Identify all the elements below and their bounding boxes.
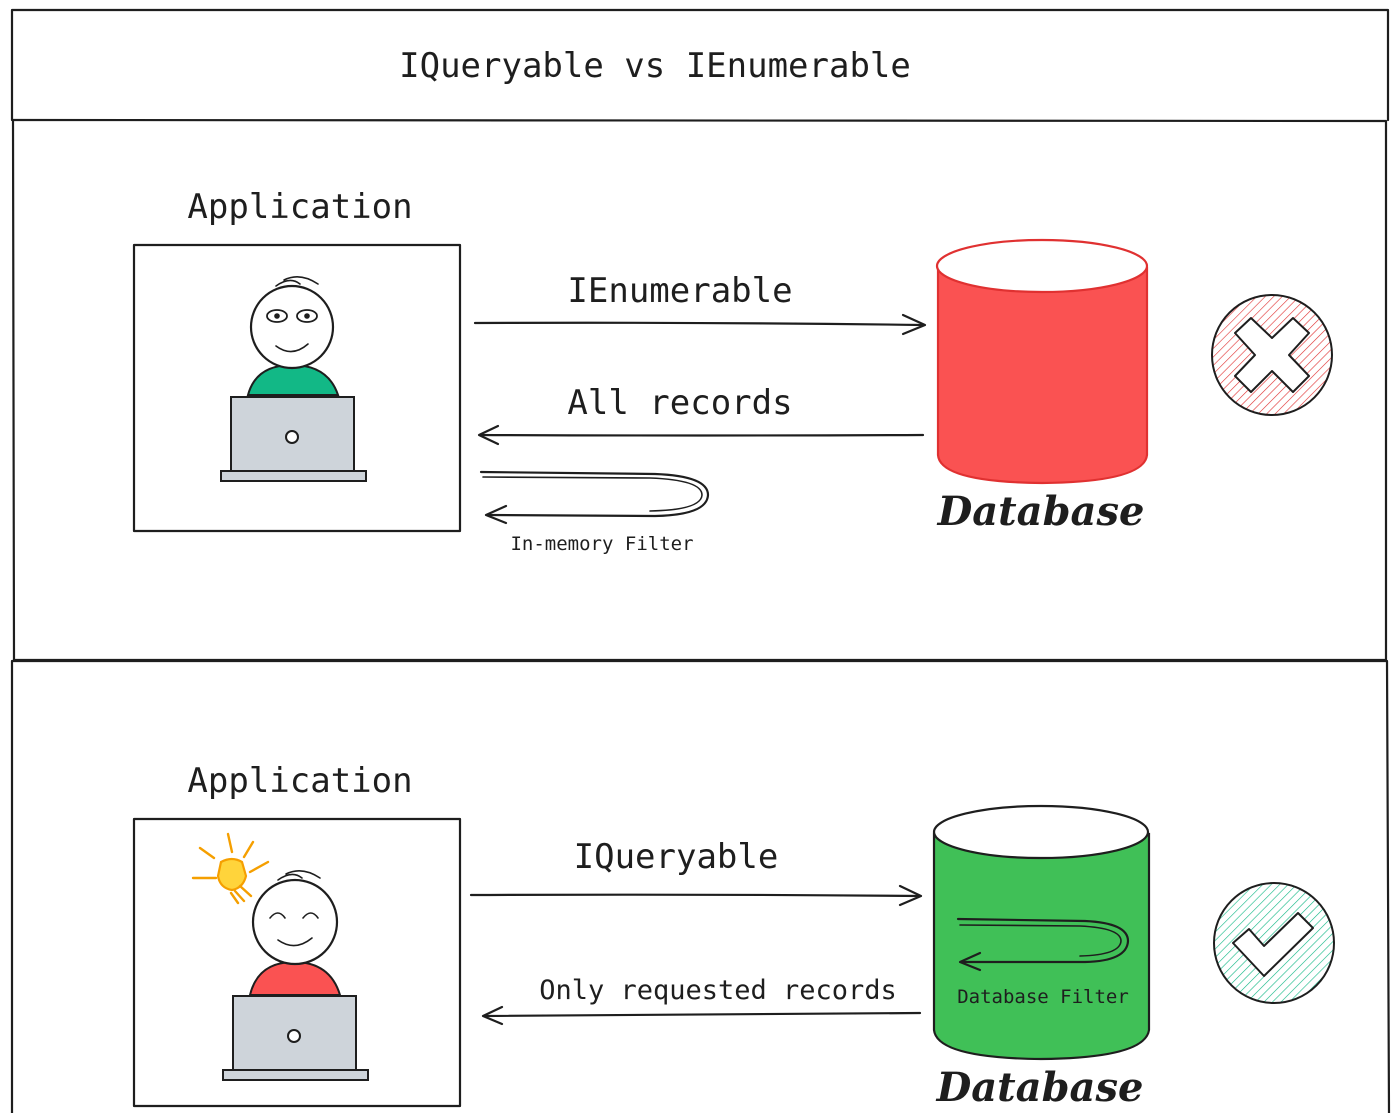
top-filter-label: In-memory Filter (510, 533, 693, 555)
bottom-filter-loop-arrow (956, 917, 1130, 972)
top-request-label: IEnumerable (567, 271, 792, 311)
bottom-panel-frame (10, 659, 1391, 1113)
top-db-label: Database (937, 488, 1145, 535)
title-frame (10, 8, 1390, 122)
bottom-request-label: IQueryable (574, 837, 779, 877)
bottom-app-label: Application (187, 761, 412, 801)
bottom-person-icon (248, 870, 342, 996)
bottom-laptop-icon (222, 995, 369, 1081)
top-response-arrow (477, 424, 925, 446)
bottom-request-arrow (469, 884, 923, 907)
bottom-status-check-icon (1213, 882, 1335, 1004)
top-response-label: All records (567, 383, 792, 423)
bottom-app-box (132, 817, 462, 1108)
top-status-x-icon (1211, 294, 1333, 416)
top-request-arrow (473, 313, 927, 336)
top-database-icon (935, 238, 1149, 485)
top-app-label: Application (187, 187, 412, 227)
bottom-db-label: Database (936, 1064, 1144, 1111)
bottom-response-label: Only requested records (539, 975, 897, 1006)
bottom-response-arrow (481, 1005, 922, 1026)
top-filter-loop-arrow (479, 470, 710, 525)
lightbulb-icon (191, 832, 270, 905)
top-laptop-icon (220, 396, 367, 482)
bottom-database-icon (932, 804, 1151, 1061)
top-person-icon (246, 276, 340, 396)
top-app-box (132, 243, 462, 533)
diagram-title: IQueryable vs IEnumerable (399, 46, 911, 86)
bottom-filter-label: Database Filter (957, 986, 1129, 1008)
